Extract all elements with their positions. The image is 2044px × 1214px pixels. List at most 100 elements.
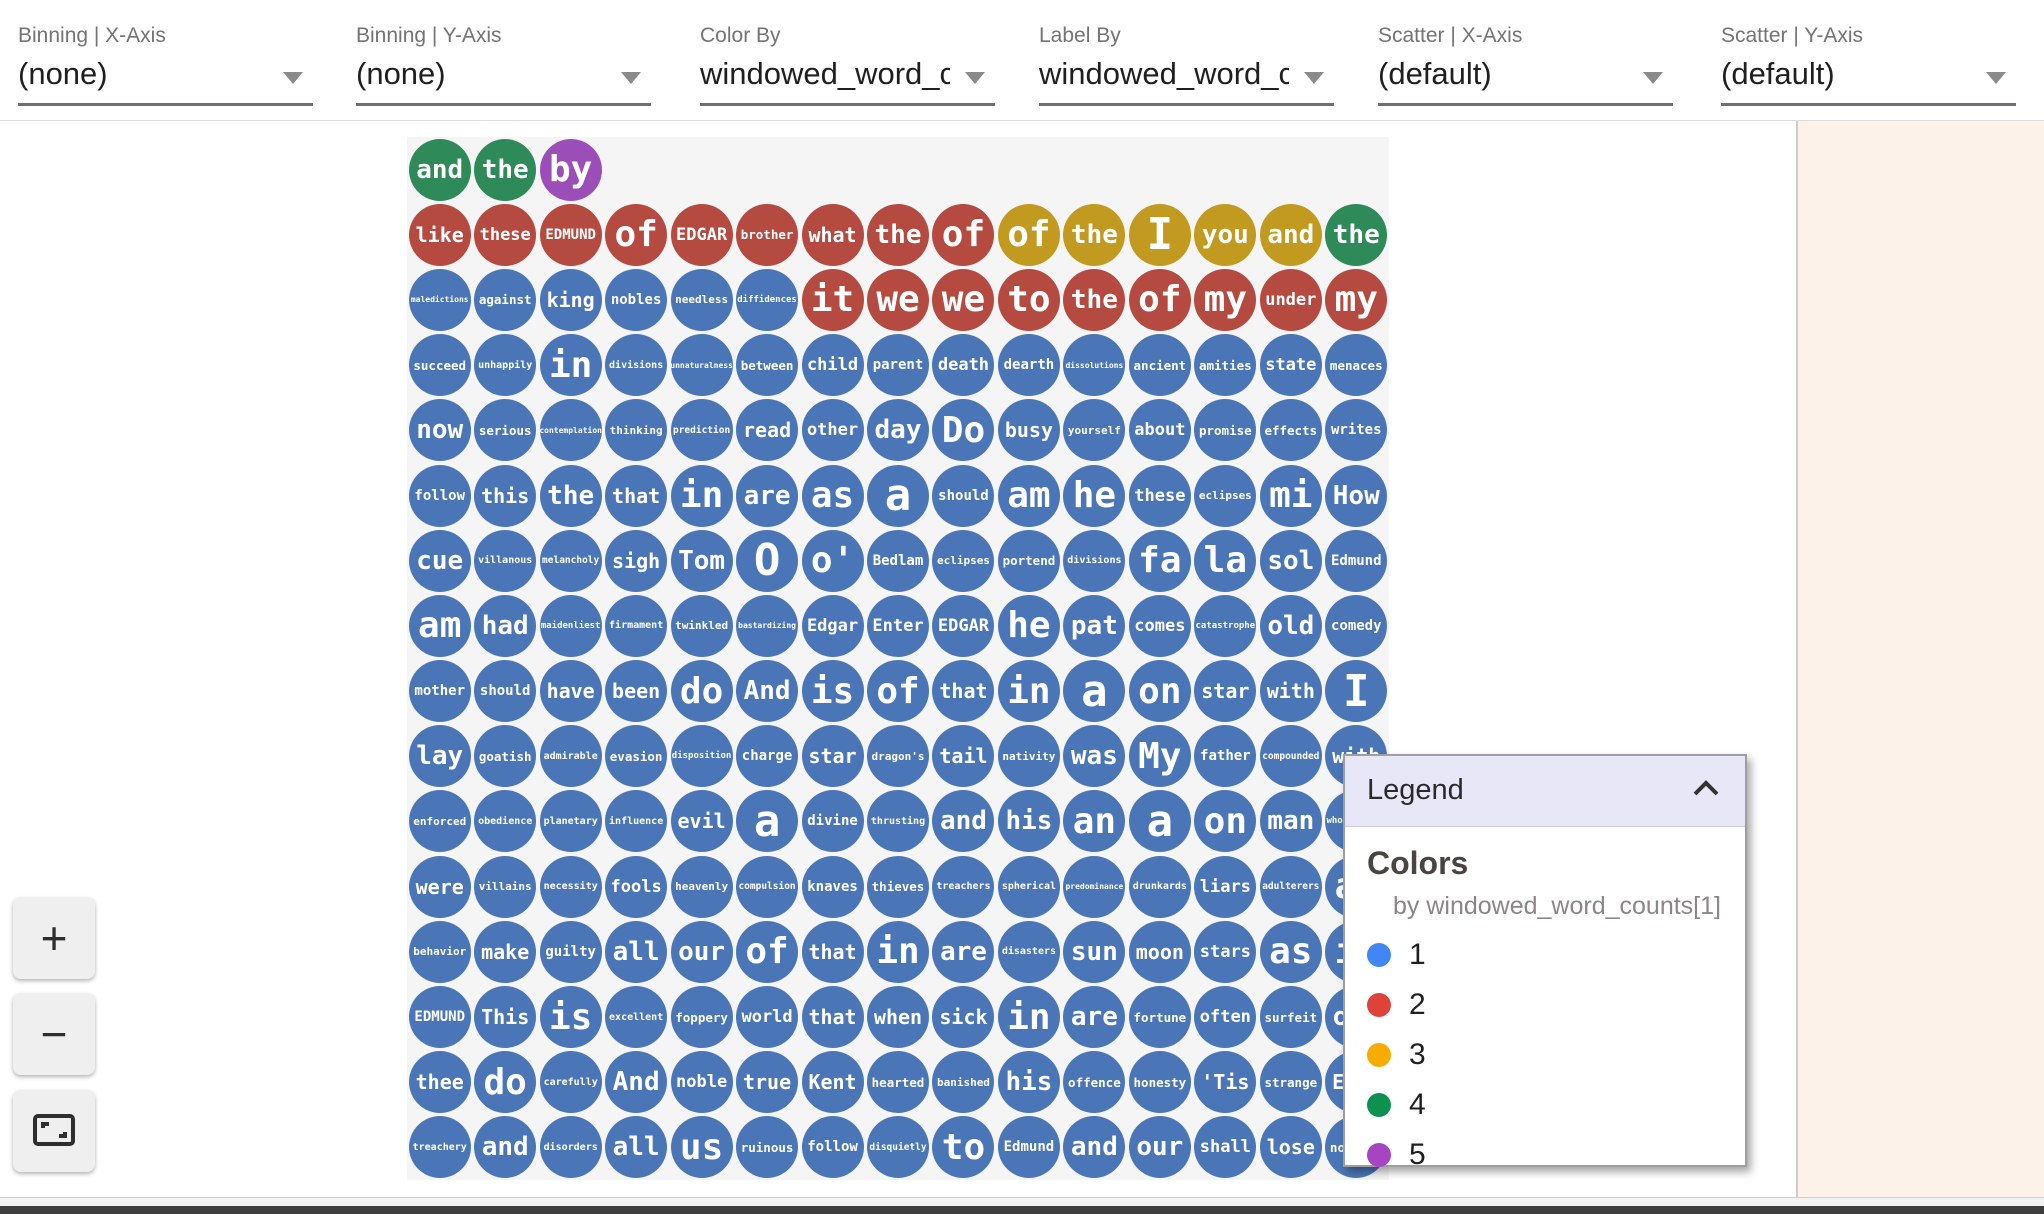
word-bubble[interactable]: the [867, 203, 929, 266]
word-bubble[interactable]: disposition [670, 725, 733, 788]
word-bubble[interactable]: unnaturalness [670, 334, 733, 397]
word-bubble[interactable]: drunkards [1128, 855, 1191, 918]
word-bubble[interactable]: thieves [867, 855, 929, 918]
word-bubble[interactable]: do [474, 1051, 537, 1114]
word-bubble[interactable]: mother [408, 660, 471, 723]
word-bubble[interactable]: of [867, 660, 929, 723]
word-bubble[interactable]: Edmund [1325, 529, 1388, 592]
word-bubble[interactable]: thrusting [867, 790, 929, 853]
word-bubble[interactable]: follow [408, 464, 471, 527]
word-bubble[interactable]: unhappily [474, 334, 537, 397]
word-bubble[interactable]: ruinous [736, 1116, 799, 1179]
word-bubble[interactable]: disquietly [867, 1116, 929, 1179]
word-bubble[interactable]: you [1194, 203, 1257, 266]
dropdown-arrow-icon[interactable] [965, 72, 985, 84]
word-bubble[interactable]: and [1063, 1116, 1126, 1179]
word-bubble[interactable]: diffidences [736, 268, 799, 331]
word-bubble[interactable]: world [736, 986, 799, 1049]
word-bubble[interactable]: noble [670, 1051, 733, 1114]
word-bubble[interactable]: his [997, 790, 1060, 853]
word-bubble[interactable]: man [1259, 790, 1322, 853]
word-bubble[interactable]: amities [1194, 334, 1257, 397]
word-bubble[interactable]: the [1063, 203, 1126, 266]
word-bubble[interactable]: succeed [408, 334, 471, 397]
word-bubble[interactable]: about [1128, 399, 1191, 462]
word-bubble[interactable]: a [1128, 790, 1191, 853]
word-bubble[interactable]: I [1128, 203, 1191, 266]
word-bubble[interactable]: nobles [605, 268, 668, 331]
word-bubble[interactable]: comes [1128, 594, 1191, 657]
word-bubble[interactable]: treachery [408, 1116, 471, 1179]
word-bubble[interactable]: star [801, 725, 864, 788]
word-bubble[interactable]: read [736, 399, 799, 462]
word-bubble[interactable]: child [801, 334, 864, 397]
word-bubble[interactable]: eclipses [932, 529, 995, 592]
word-bubble[interactable]: comedy [1325, 594, 1388, 657]
word-bubble[interactable]: an [1063, 790, 1126, 853]
word-bubble[interactable]: follow [801, 1116, 864, 1179]
word-bubble[interactable]: that [801, 986, 864, 1049]
word-bubble[interactable]: lose [1259, 1116, 1322, 1179]
word-bubble[interactable]: divisions [1063, 529, 1126, 592]
word-bubble[interactable]: as [1259, 920, 1322, 983]
word-bubble[interactable]: prediction [670, 399, 733, 462]
word-bubble[interactable]: Do [932, 399, 995, 462]
word-bubble[interactable]: fools [605, 855, 668, 918]
dropdown-binning-x[interactable]: Binning | X-Axis(none) [18, 0, 318, 120]
word-bubble[interactable]: nativity [997, 725, 1060, 788]
word-bubble[interactable]: and [1259, 203, 1322, 266]
word-bubble[interactable]: by [539, 138, 602, 201]
dropdown-arrow-icon[interactable] [1643, 72, 1663, 84]
word-bubble[interactable]: menaces [1325, 334, 1388, 397]
chevron-up-icon[interactable] [1691, 778, 1721, 805]
word-bubble[interactable]: villains [474, 855, 537, 918]
word-bubble[interactable]: tail [932, 725, 995, 788]
dropdown-arrow-icon[interactable] [1986, 72, 2006, 84]
word-bubble[interactable]: fa [1128, 529, 1191, 592]
word-bubble[interactable]: spherical [997, 855, 1060, 918]
word-bubble[interactable]: heavenly [670, 855, 733, 918]
word-bubble[interactable]: on [1128, 660, 1191, 723]
word-bubble[interactable]: I [1325, 660, 1388, 723]
word-bubble[interactable]: king [539, 268, 602, 331]
dropdown-selected-value[interactable]: (default) [1721, 56, 1835, 91]
word-bubble[interactable]: My [1128, 725, 1191, 788]
word-bubble[interactable]: fortune [1128, 986, 1191, 1049]
word-bubble[interactable]: as [801, 464, 864, 527]
word-bubble[interactable]: like [408, 203, 471, 266]
word-bubble[interactable]: often [1194, 986, 1257, 1049]
dropdown-selected-value[interactable]: (none) [356, 56, 446, 91]
word-bubble[interactable]: the [1325, 203, 1388, 266]
word-bubble[interactable]: dearth [997, 334, 1060, 397]
word-bubble[interactable]: Edmund [997, 1116, 1060, 1179]
word-bubble[interactable]: star [1194, 660, 1257, 723]
word-bubble[interactable]: melancholy [539, 529, 602, 592]
word-bubble[interactable]: disorders [539, 1116, 602, 1179]
word-bubble[interactable]: divisions [605, 334, 668, 397]
word-bubble[interactable]: EDMUND [539, 203, 602, 266]
word-bubble[interactable]: goatish [474, 725, 537, 788]
word-bubble[interactable]: us [670, 1116, 733, 1179]
word-bubble[interactable]: eclipses [1194, 464, 1257, 527]
word-bubble[interactable]: pat [1063, 594, 1126, 657]
word-bubble[interactable]: is [801, 660, 864, 723]
word-bubble[interactable]: firmament [605, 594, 668, 657]
word-bubble[interactable]: am [408, 594, 471, 657]
word-bubble[interactable]: bastardizing [736, 594, 799, 657]
word-bubble[interactable]: with [1259, 660, 1322, 723]
word-bubble[interactable]: catastrophe [1194, 594, 1257, 657]
word-bubble[interactable]: true [736, 1051, 799, 1114]
word-bubble[interactable]: of [605, 203, 668, 266]
word-bubble[interactable]: and [474, 1116, 537, 1179]
word-bubble[interactable]: death [932, 334, 995, 397]
word-bubble[interactable]: divine [801, 790, 864, 853]
word-bubble[interactable]: Edgar [801, 594, 864, 657]
word-bubble[interactable]: ancient [1128, 334, 1191, 397]
word-bubble[interactable]: sun [1063, 920, 1126, 983]
word-bubble[interactable]: shall [1194, 1116, 1257, 1179]
word-bubble[interactable]: had [474, 594, 537, 657]
word-bubble[interactable]: it [801, 268, 864, 331]
word-bubble[interactable]: these [1128, 464, 1191, 527]
word-bubble[interactable]: we [932, 268, 995, 331]
